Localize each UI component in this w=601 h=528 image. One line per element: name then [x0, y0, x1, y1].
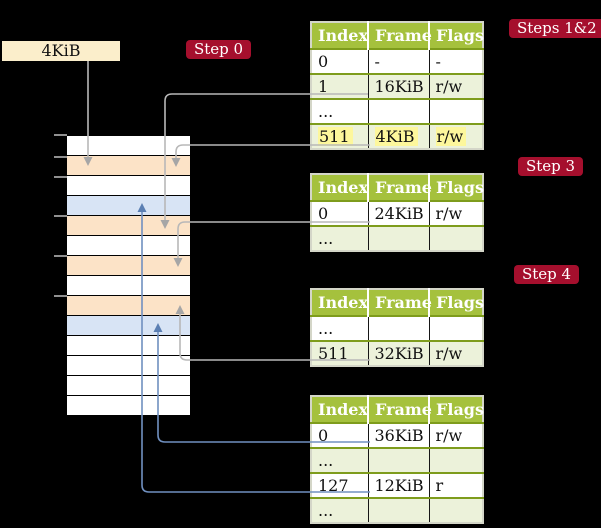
table-row: ... — [311, 98, 483, 124]
table-cell — [428, 98, 483, 124]
table-cell: r/w — [428, 123, 483, 149]
table-cell: ... — [311, 497, 368, 523]
memory-frame-plain — [67, 276, 190, 296]
table-cell: 511 — [311, 123, 368, 149]
table-cell: ... — [311, 98, 368, 124]
table-cell — [367, 315, 429, 341]
table-cell: 1 — [311, 73, 368, 99]
table-cell — [367, 225, 429, 251]
memory-frame-mapped — [67, 156, 190, 176]
memory-frame-plain — [67, 336, 190, 356]
table-cell: 0 — [311, 422, 368, 448]
step-4-badge: Step 4 — [514, 265, 580, 284]
table-cell — [367, 497, 429, 523]
table-cell — [367, 98, 429, 124]
column-header-frame: Frame — [367, 289, 432, 316]
memory-tick — [54, 134, 67, 136]
column-header-flags: Flags — [428, 22, 484, 49]
memory-frame-mapped — [67, 256, 190, 276]
column-header-flags: Flags — [428, 174, 484, 201]
table-cell — [367, 447, 429, 473]
table-cell: r/w — [428, 422, 483, 448]
table-row: ... — [311, 497, 483, 523]
table-cell: 16KiB — [367, 73, 429, 99]
table-cell: - — [428, 48, 483, 74]
column-header-frame: Frame — [367, 22, 432, 49]
table-cell: 32KiB — [367, 340, 429, 366]
table-cell: r/w — [428, 200, 483, 226]
step-3-badge: Step 3 — [518, 157, 584, 176]
step-0-badge: Step 0 — [186, 40, 252, 59]
table-cell: r/w — [428, 340, 483, 366]
memory-frame-plain — [67, 176, 190, 196]
table-row: 0-- — [311, 48, 483, 74]
table-cell: - — [367, 48, 429, 74]
memory-tick — [54, 295, 67, 297]
memory-tick — [54, 255, 67, 257]
table-cell: ... — [311, 225, 368, 251]
table-cell: ... — [311, 315, 368, 341]
frame-size-label: 4KiB — [2, 41, 120, 61]
table-cell: r — [428, 472, 483, 498]
memory-tick — [54, 176, 67, 178]
column-header-index: Index — [311, 22, 368, 49]
table-row: ... — [311, 315, 483, 341]
column-header-index: Index — [311, 174, 368, 201]
table-cell: 12KiB — [367, 472, 429, 498]
table-cell: 127 — [311, 472, 368, 498]
memory-frame-plain — [67, 136, 190, 156]
column-header-frame: Frame — [367, 174, 432, 201]
column-header-flags: Flags — [428, 289, 484, 316]
column-header-flags: Flags — [428, 396, 484, 423]
table-cell: r/w — [428, 73, 483, 99]
memory-frame-mapped — [67, 296, 190, 316]
table-cell — [428, 315, 483, 341]
table-cell: 511 — [311, 340, 368, 366]
steps-1-2-badge: Steps 1&2 — [509, 19, 601, 38]
table-cell: 4KiB — [367, 123, 429, 149]
table-cell — [428, 497, 483, 523]
memory-frame-new — [67, 196, 190, 216]
memory-frame-plain — [67, 376, 190, 396]
memory-frame-mapped — [67, 216, 190, 236]
table-cell: 24KiB — [367, 200, 429, 226]
memory-tick — [54, 215, 67, 217]
table-cell — [428, 447, 483, 473]
memory-column — [67, 136, 190, 416]
table-cell: 0 — [311, 48, 368, 74]
memory-frame-plain — [67, 356, 190, 376]
table-row: ... — [311, 447, 483, 473]
table-cell: 0 — [311, 200, 368, 226]
table-row: ... — [311, 225, 483, 251]
column-header-index: Index — [311, 289, 368, 316]
column-header-index: Index — [311, 396, 368, 423]
memory-tick — [54, 156, 67, 158]
memory-frame-plain — [67, 396, 190, 416]
table-cell: 36KiB — [367, 422, 429, 448]
memory-frame-plain — [67, 236, 190, 256]
column-header-frame: Frame — [367, 396, 432, 423]
memory-frame-new — [67, 316, 190, 336]
table-cell: ... — [311, 447, 368, 473]
table-cell — [428, 225, 483, 251]
